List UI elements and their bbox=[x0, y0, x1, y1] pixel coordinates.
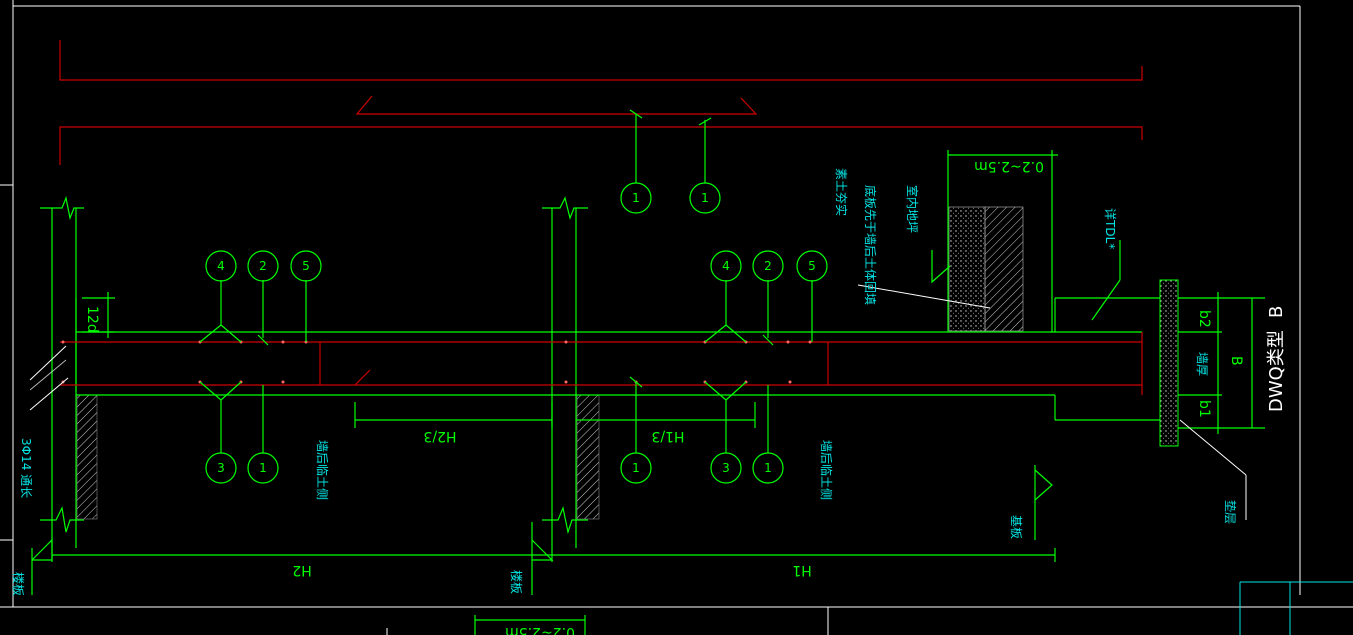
wall-section: b2 墙厚 B b1 DWQ类型 B 垫层 bbox=[1159, 279, 1287, 524]
left-wall bbox=[40, 195, 98, 548]
bottom-partial-dim: 0.2~2.5m bbox=[474, 615, 586, 635]
bubble-right-3: 3 bbox=[722, 461, 730, 475]
bubble-left-5: 5 bbox=[302, 259, 310, 273]
middle-wall bbox=[542, 196, 600, 548]
right-lower-bubbles: 3 1 墙后临土侧 bbox=[704, 381, 833, 500]
label-3phi14: 3Φ14 通长 bbox=[19, 438, 33, 498]
label-floor-left: 楼板 bbox=[11, 572, 26, 596]
rebar-dots bbox=[61, 340, 812, 384]
level-markers: 楼板 楼板 基板 bbox=[11, 465, 1053, 596]
bubble-right-2: 2 bbox=[764, 259, 772, 273]
right-upper-bubbles: 4 2 5 bbox=[704, 250, 828, 346]
label-floor-mid: 楼板 bbox=[509, 570, 524, 594]
bubble-top-1a: 1 bbox=[632, 191, 640, 205]
left-leaders: 3Φ14 通长 bbox=[19, 345, 69, 498]
label-b1: b1 bbox=[1196, 400, 1212, 418]
bubble-mid-1: 1 bbox=[632, 461, 640, 475]
label-wall-later-right: 墙后临土侧 bbox=[819, 440, 833, 500]
dim-bottom: H2 H1 bbox=[51, 548, 1056, 578]
tdl-leader: 详TDL* bbox=[1091, 208, 1121, 321]
bubble-right-5: 5 bbox=[808, 259, 816, 273]
label-base-plate: 基板 bbox=[1009, 515, 1023, 539]
bubble-left-1: 1 bbox=[259, 461, 267, 475]
left-upper-bubbles: 4 2 5 bbox=[199, 250, 322, 346]
label-indoor-ground: 室内地坪 bbox=[905, 185, 920, 233]
bubble-left-3: 3 bbox=[217, 461, 225, 475]
label-soil-note: 底板先于墙后土体回填 bbox=[863, 185, 878, 305]
bubble-right-4: 4 bbox=[722, 259, 730, 273]
label-detail-tdl: 详TDL* bbox=[1103, 208, 1118, 249]
dim-h2-3: H2/3 bbox=[354, 402, 553, 444]
dim-12d: 12d bbox=[82, 292, 115, 338]
left-lower-bubbles: 3 1 墙后临土侧 bbox=[199, 381, 329, 500]
label-dwq-type: DWQ类型 bbox=[1266, 330, 1287, 412]
label-type-b: B bbox=[1266, 306, 1287, 318]
label-insulation: 垫层 bbox=[1223, 500, 1238, 524]
soil-box: 0.2~2.5m 素土夯实 底板先于墙后土体回填 室内地坪 bbox=[834, 150, 1058, 332]
bubble-top-1b: 1 bbox=[701, 191, 709, 205]
label-b: B bbox=[1228, 356, 1244, 366]
label-wall-later-left: 墙后临土侧 bbox=[315, 440, 329, 500]
mid-bubble: 1 bbox=[620, 376, 652, 484]
label-h2-3: H2/3 bbox=[423, 428, 456, 444]
bubble-left-2: 2 bbox=[259, 259, 267, 273]
bubble-left-4: 4 bbox=[217, 259, 225, 273]
bubble-right-1: 1 bbox=[764, 461, 772, 475]
label-0225-bottom: 0.2~2.5m bbox=[505, 624, 575, 635]
dim-h1-3: H1/3 bbox=[576, 402, 756, 444]
top-red-lines bbox=[59, 40, 1143, 165]
label-plain-soil: 素土夯实 bbox=[834, 168, 849, 216]
label-wall-thick: 墙厚 bbox=[1195, 352, 1209, 376]
label-0225-top: 0.2~2.5m bbox=[974, 158, 1044, 174]
top-bubbles: 1 1 bbox=[620, 109, 721, 214]
slab-lines bbox=[76, 297, 1160, 421]
label-12d: 12d bbox=[84, 306, 100, 333]
label-h2: H2 bbox=[292, 562, 311, 578]
label-b2: b2 bbox=[1196, 310, 1212, 328]
label-h1: H1 bbox=[792, 562, 811, 578]
slab-rebar bbox=[60, 332, 1143, 395]
label-h1-3: H1/3 bbox=[651, 428, 684, 444]
